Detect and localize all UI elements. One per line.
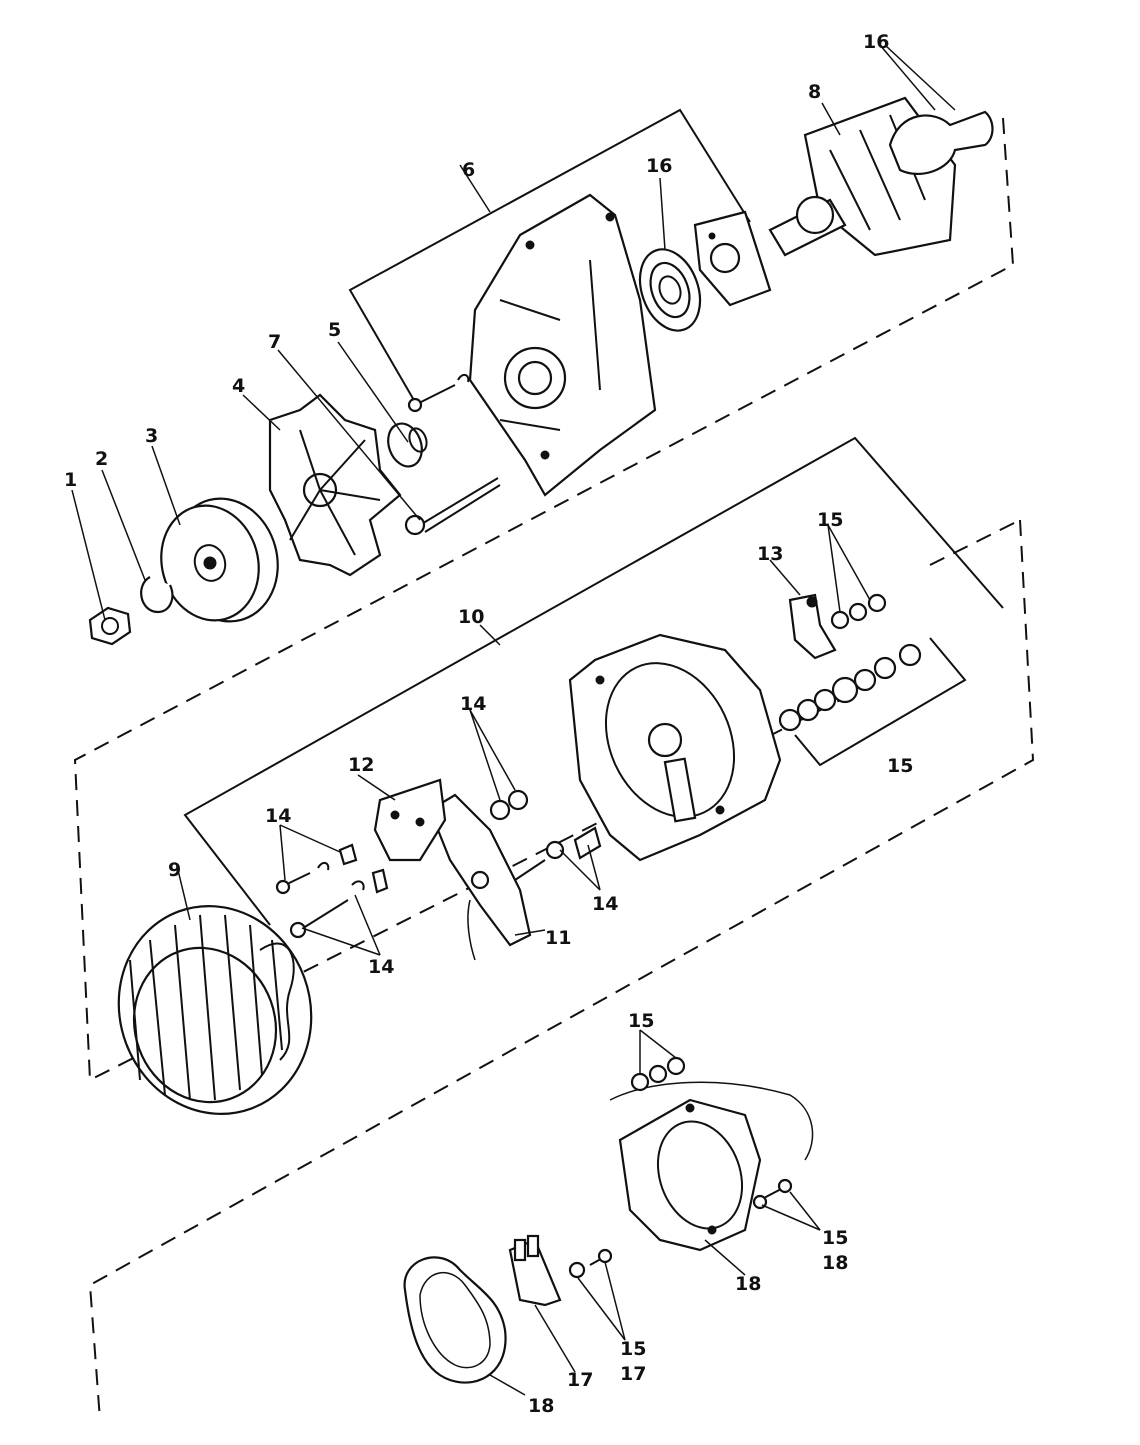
spacer-5 [387,422,428,468]
callout-9: 9 [168,859,181,881]
callout-16-rotor: 16 [863,31,889,53]
callout-15-right: 15 [887,755,913,777]
callout-15-brush: 15 [620,1338,646,1360]
callout-17-screw: 17 [620,1363,646,1385]
snap-ring-2 [140,576,174,614]
callout-2: 2 [95,448,108,470]
dashed-group-right-top [929,519,1021,566]
callout-18-cover: 18 [735,1273,761,1295]
bearing-retainer-plate [693,210,772,307]
callout-labels: 1 2 3 4 5 6 7 8 9 10 11 12 13 14 14 14 1… [64,31,913,1417]
pulley-3 [160,497,279,623]
callout-15-cover: 15 [822,1227,848,1249]
dashed-group-top [73,117,1015,1082]
callout-18-screw: 18 [822,1252,848,1274]
callout-13: 13 [757,543,783,565]
callout-11: 11 [545,927,571,949]
housing-screw [407,374,470,413]
callout-17-holder: 17 [567,1369,593,1391]
bracket-15-right [794,637,967,767]
stator-9 [117,905,313,1115]
fan-4 [268,393,402,577]
gasket-18 [403,1256,507,1384]
screw-15-18-right [752,1178,793,1210]
callout-16-bearing: 16 [646,155,672,177]
screws-14-left [275,843,389,939]
front-bearing [638,248,702,332]
callout-5: 5 [328,319,341,341]
washers-15-row [778,643,922,732]
callout-15-top: 15 [817,509,843,531]
bushing-14 [514,826,602,881]
callout-8: 8 [808,81,821,103]
through-bolt-7 [404,477,501,536]
bracket-10 [183,436,1004,926]
callout-14-bottom: 14 [368,956,394,978]
bracket-6 [348,108,751,403]
terminal-13 [788,593,837,660]
callout-14-right: 14 [592,893,618,915]
callout-6: 6 [462,159,475,181]
diode-trio-12 [373,778,447,862]
brush-holder-17 [508,1234,562,1307]
callout-15-bottom: 15 [628,1010,654,1032]
callout-7: 7 [268,331,281,353]
washers-14-center [489,789,529,821]
callout-4: 4 [232,375,245,397]
leader-lines [71,44,956,1396]
dashed-group-middle [88,519,1035,1421]
callout-3: 3 [145,425,158,447]
callout-1: 1 [64,469,77,491]
callout-18-gasket: 18 [528,1395,554,1417]
rear-housing-10 [568,633,782,862]
callout-12: 12 [348,754,374,776]
front-housing [468,193,657,497]
callout-14-left: 14 [265,805,291,827]
screw-15-17 [568,1248,613,1279]
rotor-part [768,96,994,257]
callout-14-center: 14 [460,693,486,715]
callout-10: 10 [458,606,484,628]
rear-cover-18 [609,1081,814,1252]
nut-1 [88,606,132,646]
rectifier-11 [428,793,532,961]
